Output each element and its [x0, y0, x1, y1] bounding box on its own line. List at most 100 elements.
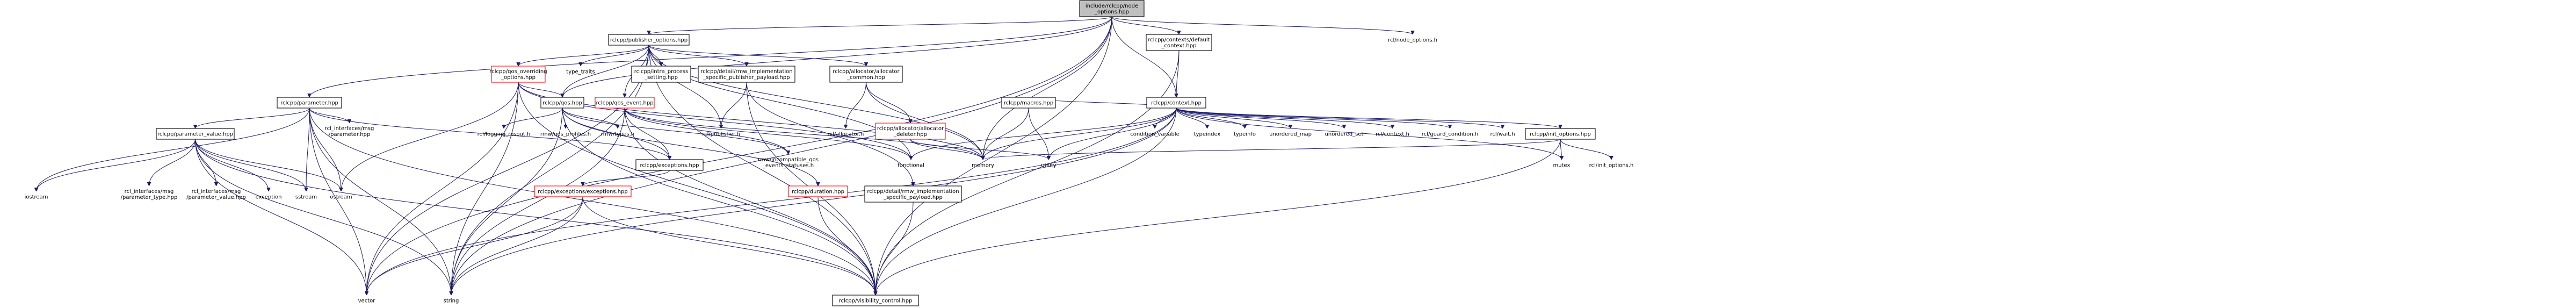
node-label: rclcpp/qos.hpp	[542, 101, 582, 106]
node-label: _setting.hpp	[644, 75, 678, 81]
node-label: rclcpp/duration.hpp	[792, 189, 844, 195]
include-edge	[624, 108, 875, 295]
node-box	[829, 66, 903, 83]
include-edge	[582, 196, 875, 295]
include-edge	[37, 139, 196, 191]
node-label: memory	[972, 163, 994, 169]
node-label: rmw/types.h	[601, 132, 634, 138]
node-label: _options.hpp	[1094, 9, 1129, 15]
include-edge	[648, 45, 721, 128]
include-edge	[1176, 108, 1245, 129]
include-edge	[983, 16, 1112, 160]
include-edge	[504, 108, 563, 129]
graph-node-context[interactable]: rclcpp/context.hpp	[1146, 97, 1206, 109]
graph-node-string: string	[444, 298, 459, 304]
include-edge	[648, 45, 747, 67]
graph-node-ctxdefault[interactable]: rclcpp/contexts/default_context.hpp	[1146, 34, 1212, 51]
include-edge	[367, 16, 1112, 295]
include-edge	[37, 108, 310, 191]
node-label: rmw/incompatible_qos	[758, 157, 819, 163]
graph-node-exceptions-exc[interactable]: rclcpp/exceptions/exceptions.hpp	[534, 185, 632, 197]
include-edge	[309, 108, 350, 124]
include-edge	[648, 45, 866, 67]
node-label: utility	[1041, 163, 1057, 169]
node-label: vector	[358, 298, 376, 304]
edge-layer	[37, 16, 1612, 295]
graph-node-alloc-common[interactable]: rclcpp/allocator/allocator_common.hpp	[829, 66, 903, 83]
graph-node-qos[interactable]: rclcpp/qos.hpp	[540, 97, 584, 109]
graph-node-rmw-impl-payload[interactable]: rclcpp/detail/rmw_implementation_specifi…	[864, 185, 962, 203]
node-label: condition_variable	[1130, 132, 1180, 138]
node-label: rclcpp/exceptions.hpp	[640, 163, 699, 169]
include-edge	[1176, 108, 1450, 129]
include-edge	[451, 82, 519, 295]
node-label: mutex	[1553, 163, 1571, 169]
graph-node-visibility[interactable]: rclcpp/visibility_control.hpp	[832, 295, 919, 306]
include-edge	[721, 82, 747, 128]
graph-node-duration[interactable]: rclcpp/duration.hpp	[788, 185, 848, 197]
node-label: rcl/logging_rosout.h	[477, 132, 531, 138]
graph-node-root[interactable]: include/rclcpp/node_options.hpp	[1079, 0, 1145, 17]
node-label: rclcpp/detail/rmw_implementation	[867, 189, 959, 195]
graph-node-intra[interactable]: rclcpp/intra_process_setting.hpp	[631, 66, 691, 83]
include-edge	[562, 108, 618, 129]
include-edge	[195, 139, 876, 295]
node-label: rclcpp/contexts/default	[1148, 37, 1210, 43]
node-label: rcl/allocator.h	[828, 132, 864, 138]
graph-node-cond-var: condition_variable	[1130, 132, 1180, 138]
include-edge	[195, 139, 307, 191]
include-edge	[817, 196, 875, 295]
graph-node-pubopts[interactable]: rclcpp/publisher_options.hpp	[608, 34, 690, 46]
include-edge	[341, 82, 519, 191]
graph-node-mutex: mutex	[1553, 163, 1571, 169]
graph-node-param[interactable]: rclcpp/parameter.hpp	[277, 97, 342, 109]
graph-node-macros[interactable]: rclcpp/macros.hpp	[1001, 97, 1056, 109]
node-label: _context.hpp	[1161, 43, 1197, 49]
node-label: rclcpp/parameter.hpp	[280, 101, 338, 106]
node-label: _deleter.hpp	[893, 132, 927, 138]
graph-node-memory: memory	[972, 163, 994, 169]
graph-node-exception: exception	[256, 195, 282, 200]
include-edge	[1049, 108, 1177, 160]
include-edge	[910, 139, 983, 160]
include-edge	[195, 139, 216, 186]
graph-node-rmw-pub-payload[interactable]: rclcpp/detail/rmw_implementation_specifi…	[698, 66, 795, 83]
include-edge	[648, 45, 875, 295]
node-label: rclcpp/init_options.hpp	[1530, 132, 1591, 138]
include-edge	[1176, 108, 1393, 129]
graph-node-rcl-init-options: rcl/init_options.h	[1589, 163, 1634, 169]
include-edge	[624, 108, 788, 155]
include-edge	[518, 82, 875, 295]
graph-node-rcl-allocator: rcl/allocator.h	[828, 132, 864, 138]
include-edge	[195, 139, 367, 295]
node-box	[635, 159, 704, 171]
graph-node-qos-override[interactable]: rclcpp/qos_overriding_options.hpp	[489, 66, 547, 83]
include-edge	[562, 45, 649, 97]
node-label: typeinfo	[1234, 132, 1256, 138]
include-edge	[1155, 108, 1177, 129]
include-edge	[195, 139, 452, 295]
include-edge	[451, 196, 583, 295]
graph-node-qos-event[interactable]: rclcpp/qos_event.hpp	[595, 97, 655, 109]
graph-node-ostream: ostream	[330, 195, 352, 200]
graph-node-type-traits: type_traits	[566, 69, 595, 75]
include-edge	[648, 45, 983, 160]
node-label: rcl/node_options.h	[1388, 38, 1437, 44]
node-label: typeindex	[1194, 132, 1221, 138]
graph-node-init-options[interactable]: rclcpp/init_options.hpp	[1525, 128, 1596, 140]
node-box	[491, 66, 546, 83]
graph-node-rcl-wait: rcl/wait.h	[1490, 132, 1515, 138]
include-edge	[1176, 108, 1560, 129]
graph-node-exceptions-hpp[interactable]: rclcpp/exceptions.hpp	[635, 159, 704, 171]
graph-node-rmw-types: rmw/types.h	[601, 132, 634, 138]
node-label: iostream	[25, 195, 48, 200]
graph-node-rcl-guard: rcl/guard_condition.h	[1422, 132, 1478, 138]
include-edge	[451, 16, 1112, 295]
include-edge	[1176, 108, 1291, 129]
graph-node-rmw-qos-profiles: rmw/qos_profiles.h	[540, 132, 591, 138]
graph-node-param-value[interactable]: rclcpp/parameter_value.hpp	[156, 128, 235, 140]
graph-node-alloc-deleter[interactable]: rclcpp/allocator/allocator_deleter.hpp	[875, 123, 946, 140]
include-edge	[367, 82, 519, 295]
include-edge	[1028, 108, 1049, 160]
